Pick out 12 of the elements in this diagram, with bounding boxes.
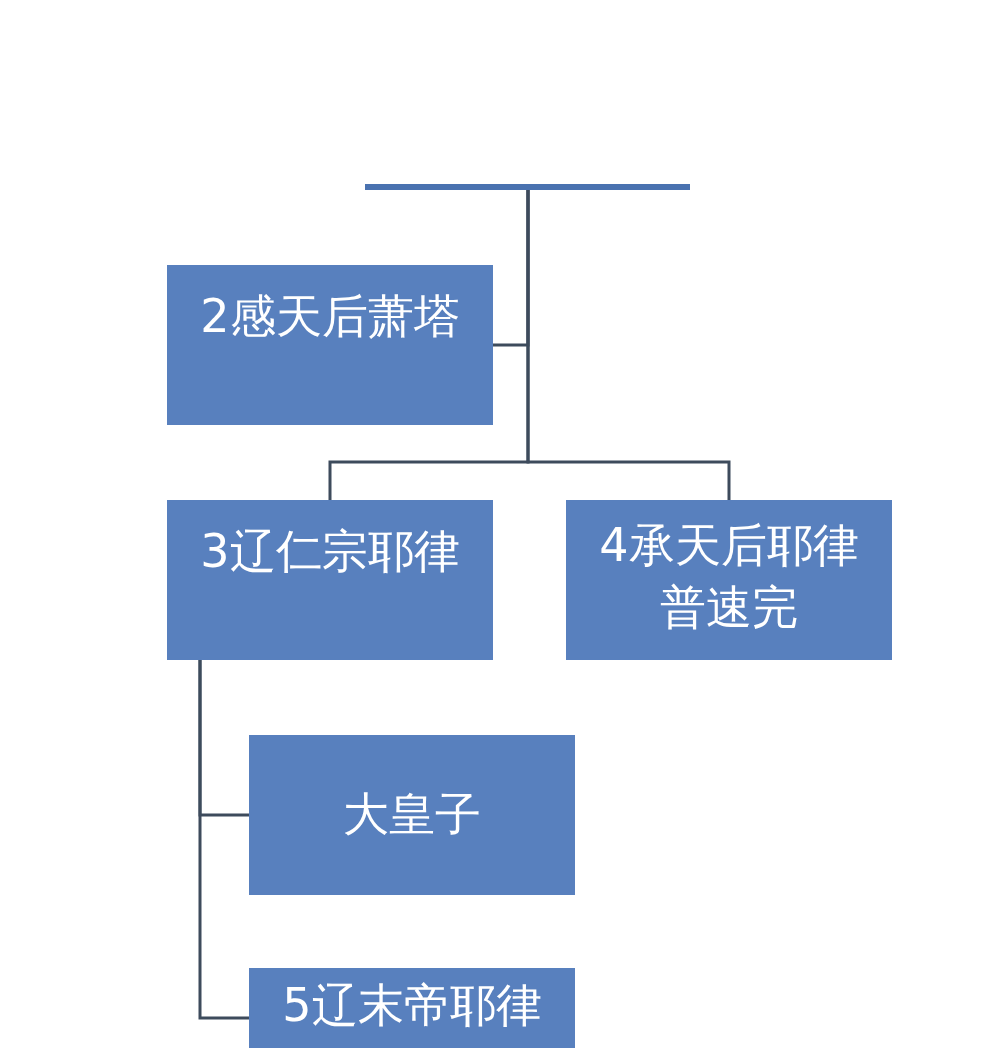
name-label: 大皇子 — [343, 786, 481, 843]
name-label: 3辽仁宗耶律 — [200, 523, 460, 580]
connector-line — [526, 190, 731, 500]
name-box — [167, 500, 493, 660]
name-label: 4承天后耶律普速完 — [598, 517, 860, 636]
name-box — [566, 500, 892, 660]
name-label: 5辽末帝耶律 — [282, 977, 542, 1034]
name-box — [167, 265, 493, 425]
connector-line — [198, 660, 249, 1020]
name-label: 2感天后萧塔 — [200, 288, 460, 345]
name-box — [249, 968, 575, 1048]
name-box — [249, 735, 575, 895]
